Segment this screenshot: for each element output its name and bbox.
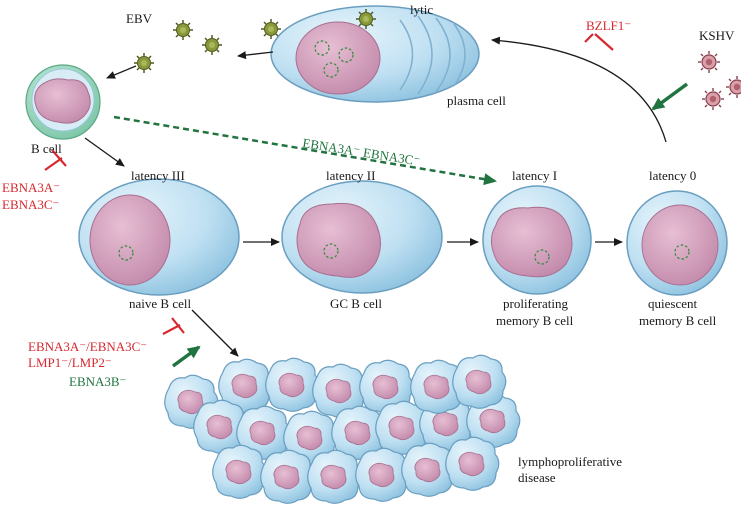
ebv-virus-icon (201, 34, 223, 56)
ebv-virus-icon (133, 52, 155, 74)
bzlf1-label: BZLF1⁻ (586, 18, 631, 33)
quiescent-memory-b-cell (626, 190, 728, 296)
ebna3a-ebna3c-slash-label: EBNA3A⁻/EBNA3C⁻ (28, 339, 147, 354)
naive-b-cell (78, 178, 240, 296)
gc-b-cell (281, 180, 443, 294)
gc-b-cell-label: GC B cell (330, 296, 382, 311)
ebna3a-label: EBNA3A⁻ (2, 180, 60, 195)
ebv-virus-icon (355, 8, 377, 30)
ebna3a-ebna3c-dashed-label: EBNA3A⁻ EBNA3C⁻ (302, 135, 422, 168)
kshv-label: KSHV (699, 28, 735, 43)
quiescent-label: quiescent (648, 296, 697, 311)
proliferating-memory-b-cell (482, 185, 592, 295)
arrow-naive-to-disease (191, 309, 239, 357)
inhibition-ebna3a-lmp (162, 317, 185, 335)
latency-iii-label: latency III (131, 168, 185, 183)
dashed-arrow-bcell-to-latency1 (113, 115, 497, 186)
ebna3b-label: EBNA3B⁻ (69, 374, 126, 389)
kshv-virus-icon (725, 75, 741, 99)
arrow-ebna3b-promotion (171, 345, 201, 368)
latency-ii-label: latency II (326, 168, 375, 183)
plasma-cell (270, 5, 480, 103)
arrow-latency0-to-lytic (491, 36, 667, 143)
ebv-label: EBV (126, 11, 153, 26)
quiescent-memory-label: memory B cell (639, 313, 717, 328)
proliferating-label: proliferating (503, 296, 568, 311)
b-cell-label: B cell (31, 141, 62, 156)
plasma-cell-label: plasma cell (447, 93, 506, 108)
ebna3c-label: EBNA3C⁻ (2, 197, 59, 212)
lymphoproliferative-label: lymphoproliferative (518, 454, 622, 469)
arrow-plasma-to-virus (237, 51, 274, 60)
inhibition-ebna3a-ebna3c (44, 149, 67, 171)
ebv-virus-icon (172, 19, 194, 41)
lytic-label: lytic (410, 2, 433, 17)
arrow-bcell-to-latency3 (84, 137, 125, 167)
latency-0-label: latency 0 (649, 168, 696, 183)
arrow-virus-to-bcell (106, 65, 137, 79)
proliferating-memory-label: memory B cell (496, 313, 574, 328)
b-cell (25, 64, 101, 140)
inhibition-bzlf1 (584, 33, 614, 51)
arrow-kshv-promotion (651, 82, 689, 111)
kshv-virus-icon (701, 87, 725, 111)
lmp-label: LMP1⁻/LMP2⁻ (28, 355, 112, 370)
disease-label: disease (518, 470, 556, 485)
lymphoproliferative-cell-cluster (164, 354, 521, 504)
kshv-virus-icon (697, 50, 721, 74)
latency-i-label: latency I (512, 168, 557, 183)
ebv-virus-icon (260, 18, 282, 40)
naive-b-cell-label: naive B cell (129, 296, 191, 311)
